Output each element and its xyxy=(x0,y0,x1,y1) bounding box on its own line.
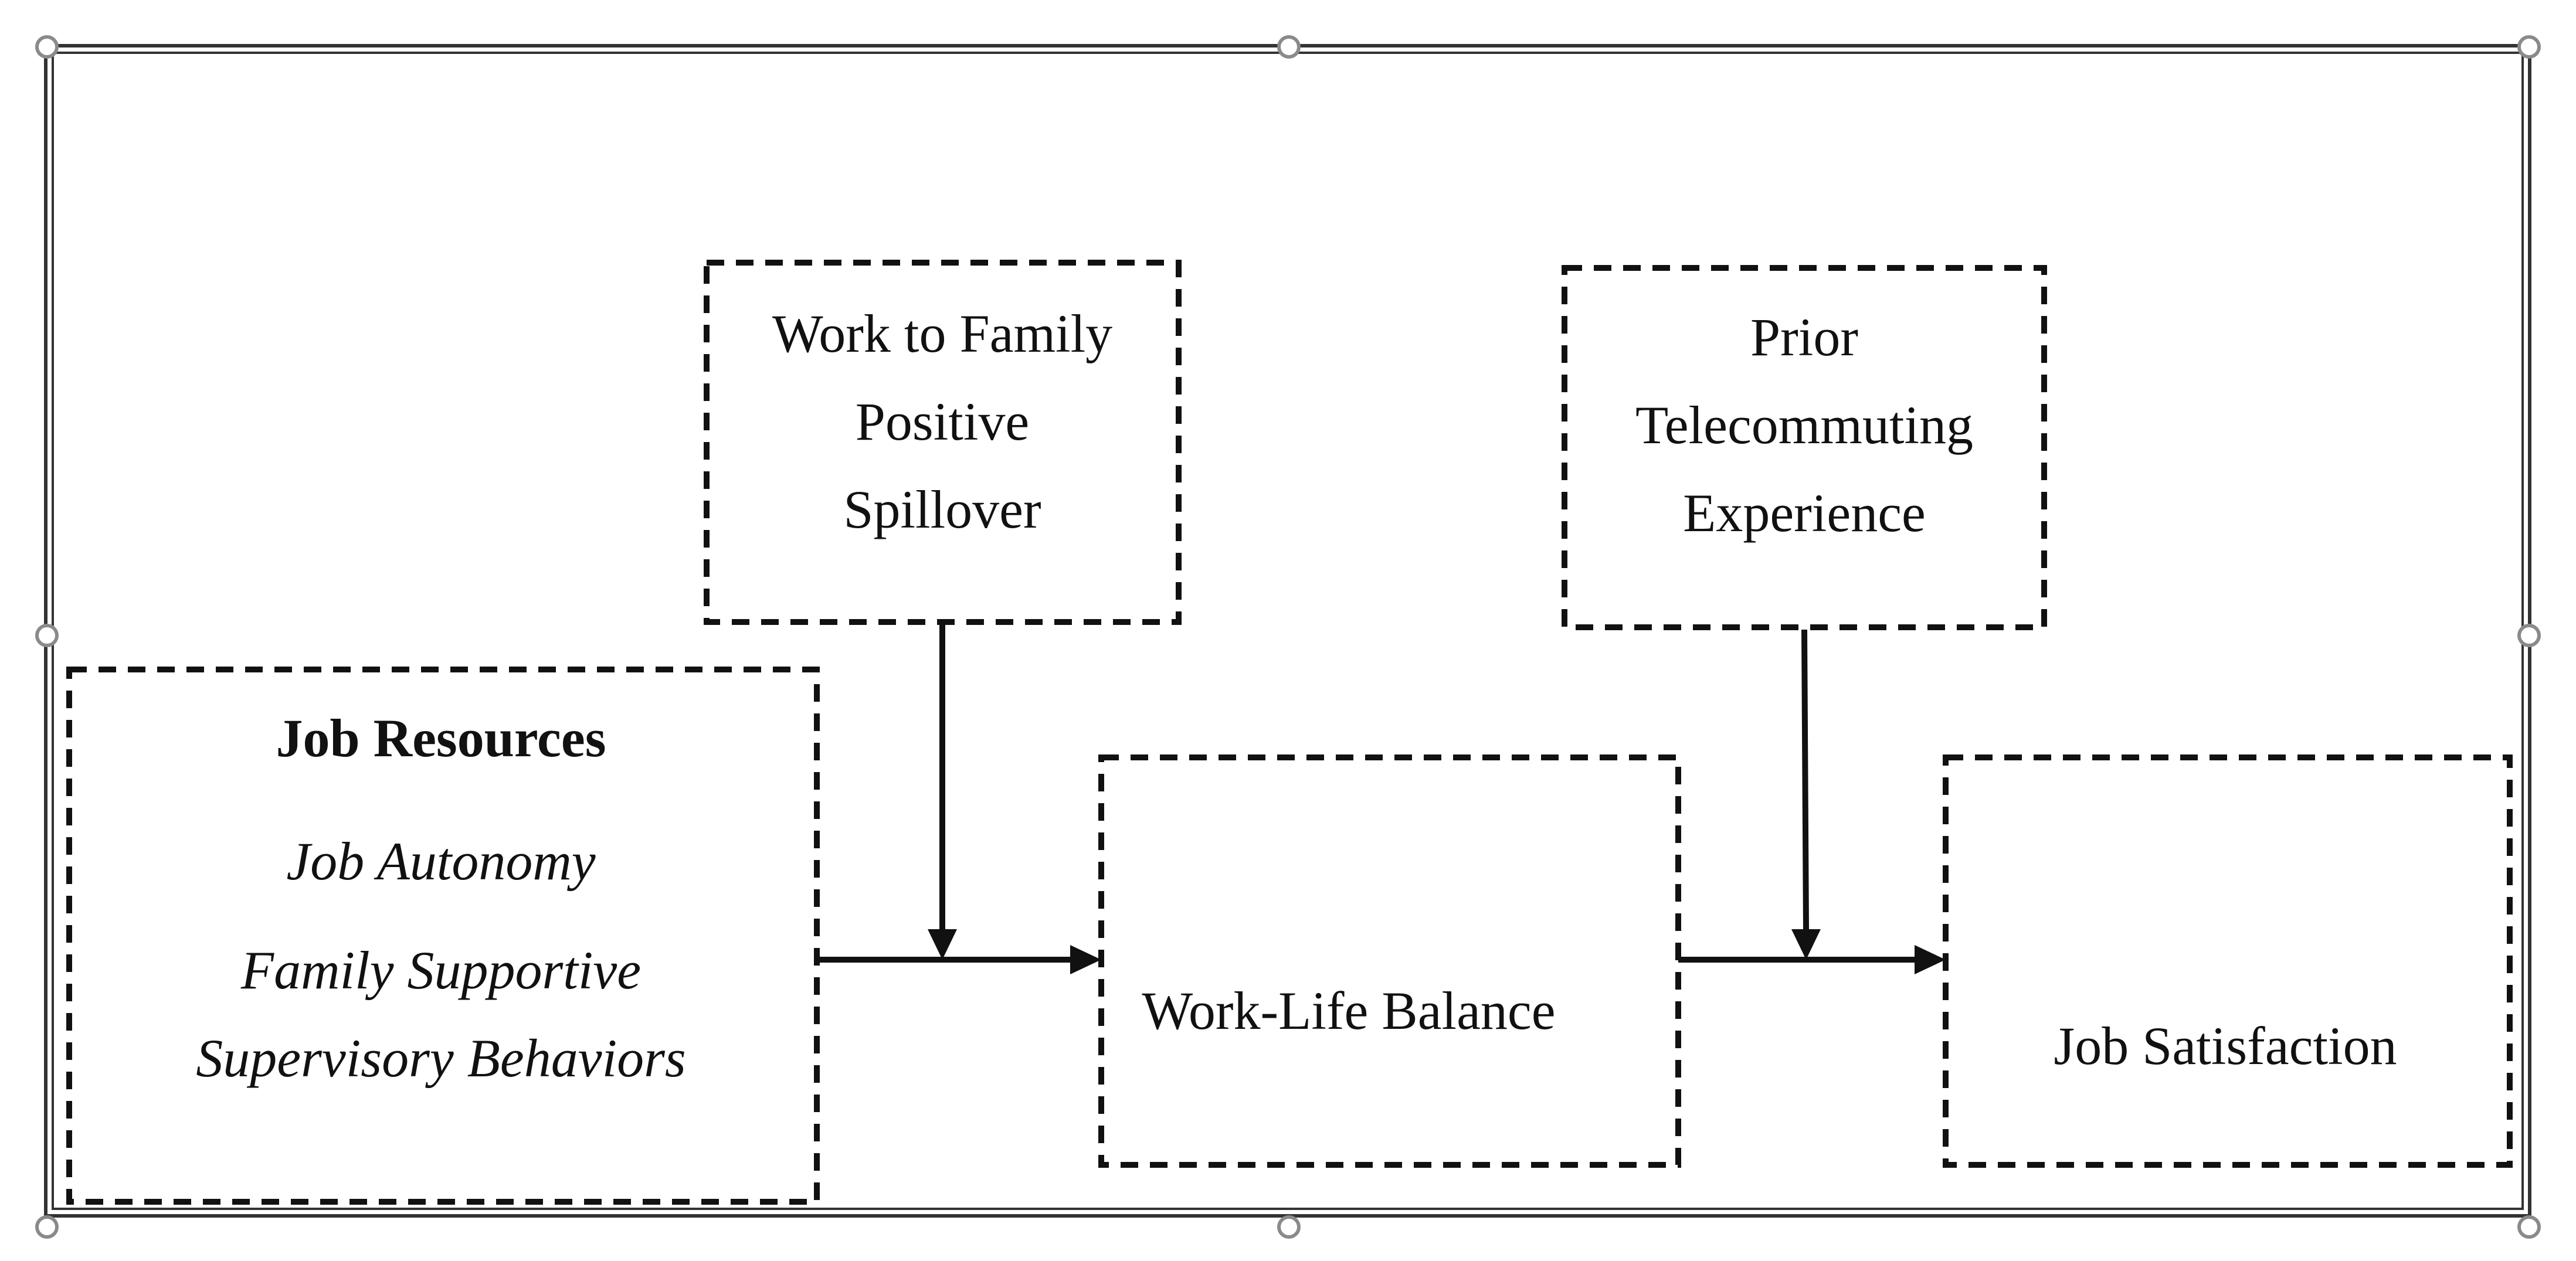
node-work-to-family-spillover[interactable]: Work to Family Positive Spillover xyxy=(704,260,1182,625)
prior-telecommuting-line-2: Telecommuting xyxy=(1635,395,1973,455)
work-to-family-line-3: Spillover xyxy=(843,480,1041,539)
job-autonomy-label: Job Autonomy xyxy=(286,831,595,891)
prior-telecommuting-line-1: Prior xyxy=(1750,307,1858,367)
node-job-resources[interactable]: Job Resources Job Autonomy Family Suppor… xyxy=(66,667,820,1205)
job-satisfaction-label: Job Satisfaction xyxy=(2054,1016,2397,1076)
work-life-balance-box xyxy=(1098,754,1681,1168)
arrow-head-icon xyxy=(928,929,957,960)
arrow-telecommuting-moderation xyxy=(1791,629,1821,960)
family-supportive-label: Family Supportive xyxy=(240,940,641,1000)
node-work-life-balance[interactable]: Work-Life Balance xyxy=(1098,754,1681,1168)
prior-telecommuting-box xyxy=(1562,265,2047,630)
resize-handle-middle-left[interactable] xyxy=(35,624,59,647)
job-resources-box xyxy=(66,667,820,1205)
arrow-head-icon xyxy=(1915,945,1946,974)
job-resources-title: Job Resources xyxy=(276,708,606,768)
arrow-head-icon xyxy=(1070,945,1101,974)
resize-handle-top-left[interactable] xyxy=(35,35,59,59)
work-to-family-box xyxy=(704,260,1182,625)
work-to-family-line-2: Positive xyxy=(856,392,1029,451)
resize-handle-top-center[interactable] xyxy=(1277,35,1301,59)
work-life-balance-label: Work-Life Balance xyxy=(1142,981,1555,1041)
arrow-spillover-moderation xyxy=(928,625,957,960)
arrow-head-icon xyxy=(1791,929,1821,960)
arrow-job-resources-to-work-life-balance xyxy=(817,945,1101,974)
node-job-satisfaction[interactable]: Job Satisfaction xyxy=(1943,754,2513,1168)
resize-handle-bottom-left[interactable] xyxy=(35,1215,59,1239)
resize-handle-top-right[interactable] xyxy=(2517,35,2541,59)
prior-telecommuting-line-3: Experience xyxy=(1683,483,1926,543)
work-to-family-line-1: Work to Family xyxy=(772,304,1112,363)
node-prior-telecommuting[interactable]: Prior Telecommuting Experience xyxy=(1562,265,2047,630)
job-satisfaction-box xyxy=(1943,754,2513,1168)
resize-handle-bottom-center[interactable] xyxy=(1277,1215,1301,1239)
resize-handle-middle-right[interactable] xyxy=(2517,624,2541,647)
supervisory-behaviors-label: Supervisory Behaviors xyxy=(196,1028,686,1088)
arrow-work-life-balance-to-job-satisfaction xyxy=(1678,945,1946,974)
resize-handle-bottom-right[interactable] xyxy=(2517,1215,2541,1239)
selection-handles[interactable] xyxy=(35,35,2541,1239)
arrow-shaft xyxy=(1801,629,1809,932)
